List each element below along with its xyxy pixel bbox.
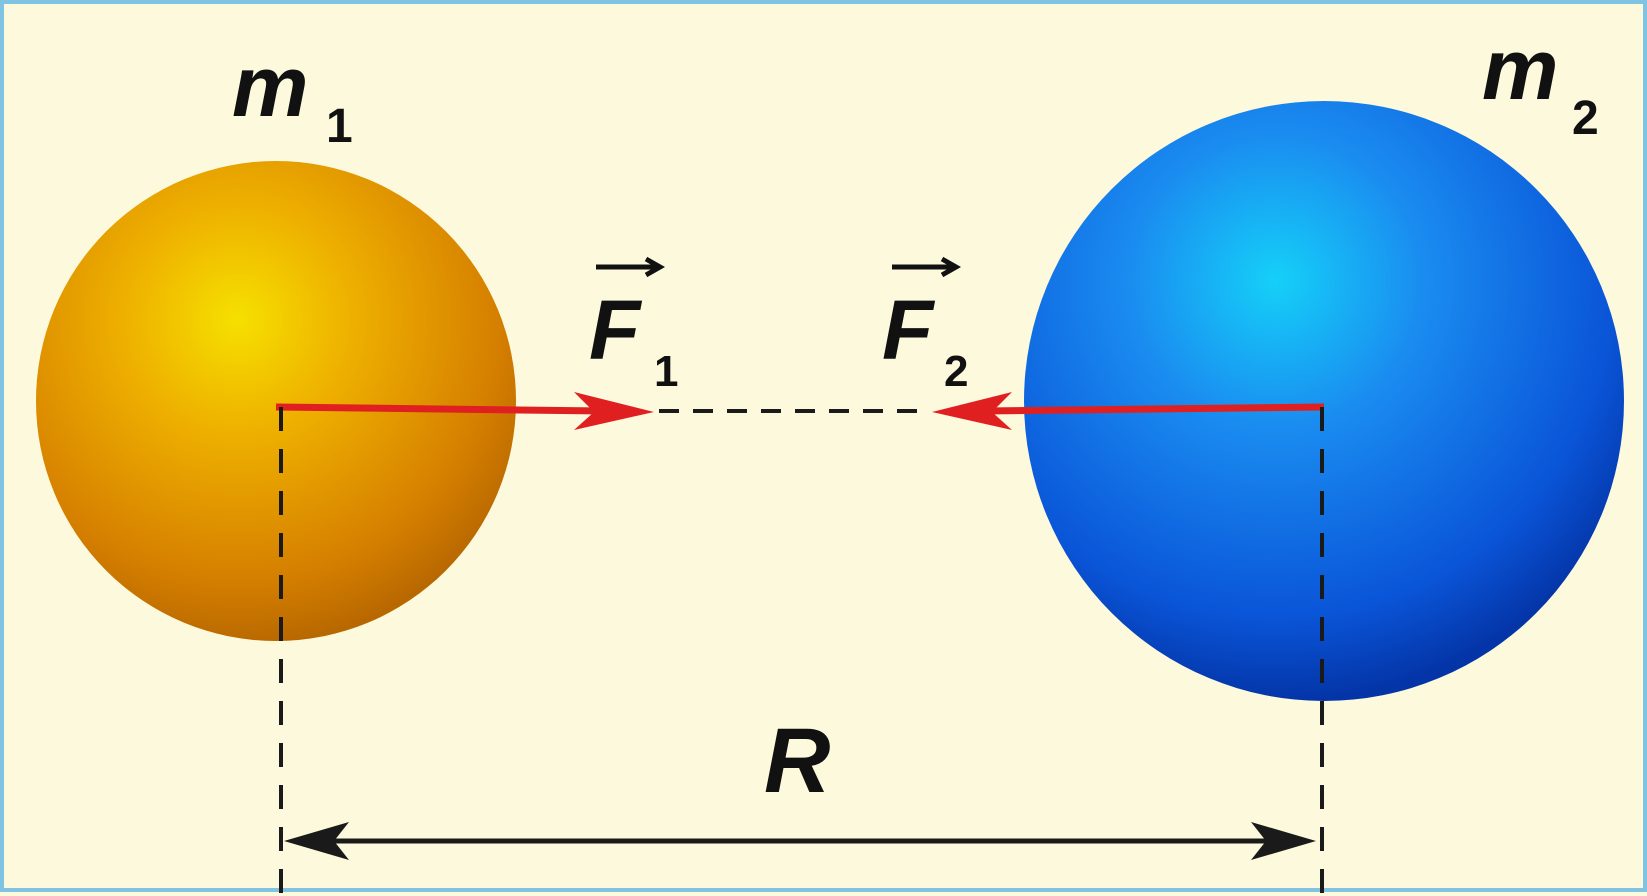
- mass1-label: m 1: [232, 39, 353, 153]
- mass1-sphere: [36, 161, 516, 641]
- force1-label: F 1: [589, 256, 678, 396]
- force2-label-symbol: F: [882, 283, 936, 377]
- gravitation-diagram: m 1 m 2 F 1 F 2 R: [36, 22, 1624, 896]
- mass1-label-symbol: m: [232, 39, 308, 135]
- force2-label: F 2: [882, 256, 968, 396]
- mass1-label-subscript: 1: [326, 100, 353, 153]
- mass2-sphere: [1024, 101, 1624, 701]
- mass2-label-subscript: 2: [1572, 92, 1599, 145]
- force1-vector-arrow-icon: [596, 256, 666, 278]
- mass2-label: m 2: [1482, 22, 1599, 145]
- distance-label: R: [764, 710, 830, 812]
- mass2-label-symbol: m: [1482, 22, 1558, 118]
- force1-label-subscript: 1: [654, 347, 678, 396]
- force1-arrow-shaft: [275, 403, 605, 415]
- force2-vector-arrow-icon: [892, 256, 962, 278]
- distance-arrow-right: [1251, 822, 1316, 860]
- force2-label-subscript: 2: [944, 347, 968, 396]
- distance-arrow-left: [284, 822, 349, 860]
- force1-label-symbol: F: [589, 283, 643, 377]
- force2-arrow-head: [932, 392, 1012, 430]
- force1-arrow-head: [574, 392, 654, 430]
- force2-arrow-shaft: [983, 403, 1325, 415]
